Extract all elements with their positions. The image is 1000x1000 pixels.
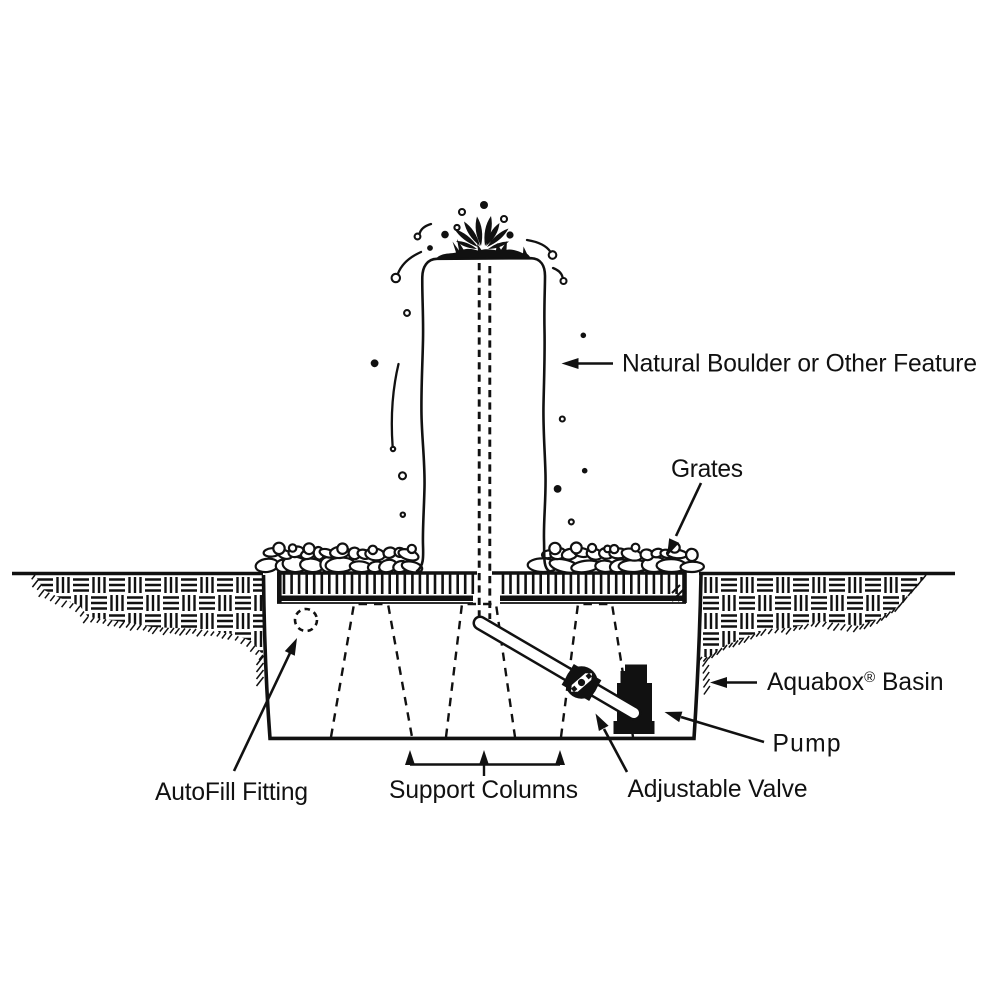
svg-text:Grates: Grates (671, 456, 743, 483)
svg-text:Pump: Pump (773, 731, 841, 758)
svg-text:Aquabox® Basin: Aquabox® Basin (767, 669, 944, 696)
svg-text:Natural Boulder or Other Featu: Natural Boulder or Other Feature (622, 351, 977, 378)
svg-text:Support Columns: Support Columns (389, 777, 578, 804)
svg-text:AutoFill Fitting: AutoFill Fitting (155, 779, 308, 806)
svg-text:Adjustable Valve: Adjustable Valve (628, 776, 808, 803)
